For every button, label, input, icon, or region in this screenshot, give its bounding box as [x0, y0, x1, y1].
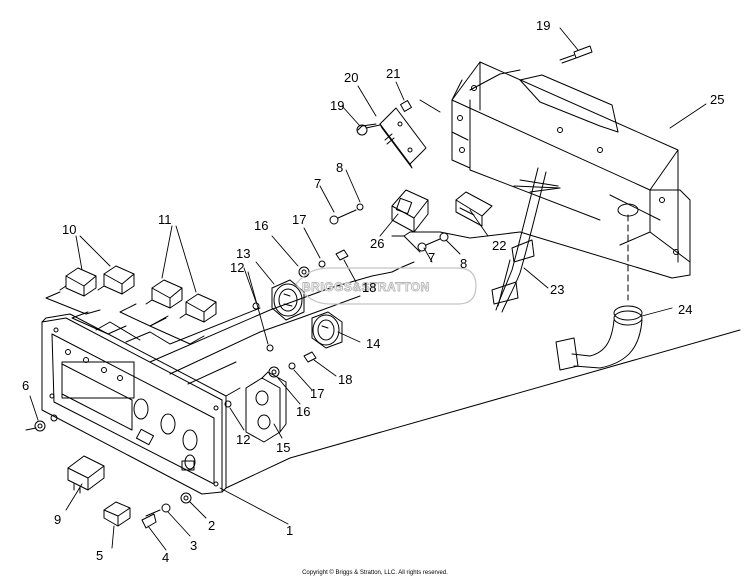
callout-part-2: 2: [208, 518, 215, 533]
part-labels: 1 2 3 4 5 6 7 7 8 8 9 10 11 12 12 13 14 …: [22, 18, 724, 565]
callout-part-23: 23: [550, 282, 564, 297]
callout-part-13: 13: [236, 246, 250, 261]
wiring-harness: [491, 167, 559, 313]
hardware: [25, 249, 349, 529]
callout-part-6: 6: [22, 378, 29, 393]
callout-part-16a: 16: [254, 218, 268, 233]
callout-part-12a: 12: [230, 260, 244, 275]
callout-part-8b: 8: [460, 256, 467, 271]
callout-part-12b: 12: [236, 432, 250, 447]
circuit-board: [356, 99, 441, 253]
watermark-text: BRIGGS&STRATTON: [302, 280, 430, 294]
callout-part-21: 21: [386, 66, 400, 81]
callout-part-9: 9: [54, 512, 61, 527]
rubber-boot: [555, 305, 643, 371]
toggle-switch-4: [179, 293, 217, 323]
callout-part-25: 25: [710, 92, 724, 107]
toggle-switch-1: [59, 267, 97, 297]
callout-part-26: 26: [370, 236, 384, 251]
callout-part-17a: 17: [292, 212, 306, 227]
toggle-switch-2: [97, 265, 135, 295]
callout-part-24: 24: [678, 302, 692, 317]
callout-part-5: 5: [96, 548, 103, 563]
twist-lock-receptacle-13: [271, 279, 305, 321]
breaker: [417, 191, 493, 252]
twist-lock-receptacle-14: [311, 311, 343, 349]
callout-part-1: 1: [286, 523, 293, 538]
callout-part-14: 14: [366, 336, 380, 351]
small-switch: [103, 501, 131, 527]
callout-part-15: 15: [276, 440, 290, 455]
duplex-receptacle: [245, 371, 287, 443]
callout-part-16b: 16: [296, 404, 310, 419]
callout-part-17b: 17: [310, 386, 324, 401]
callout-part-7a: 7: [314, 176, 321, 191]
callout-part-20: 20: [344, 70, 358, 85]
callout-part-11: 11: [158, 212, 172, 227]
control-box-housing: [391, 61, 691, 301]
callout-part-10: 10: [62, 222, 76, 237]
callout-part-8a: 8: [336, 160, 343, 175]
callout-part-4: 4: [162, 550, 169, 565]
callout-part-18b: 18: [338, 372, 352, 387]
callout-part-19b: 19: [330, 98, 344, 113]
copyright-notice: Copyright © Briggs & Stratton, LLC. All …: [302, 570, 448, 576]
leader-lines: [29, 27, 707, 551]
control-panel: [41, 313, 741, 495]
rear-screw: [559, 45, 593, 64]
toggle-switch-3: [145, 279, 183, 309]
callout-part-22: 22: [492, 238, 506, 253]
relay: [329, 189, 429, 233]
callout-part-3: 3: [190, 538, 197, 553]
callout-part-19a: 19: [536, 18, 550, 33]
callout-part-7b: 7: [428, 250, 435, 265]
callout-part-18a: 18: [362, 280, 376, 295]
wire-leads: [45, 261, 415, 385]
brand-watermark: BRIGGS&STRATTON: [295, 267, 477, 305]
rocker-switch: [67, 455, 105, 494]
